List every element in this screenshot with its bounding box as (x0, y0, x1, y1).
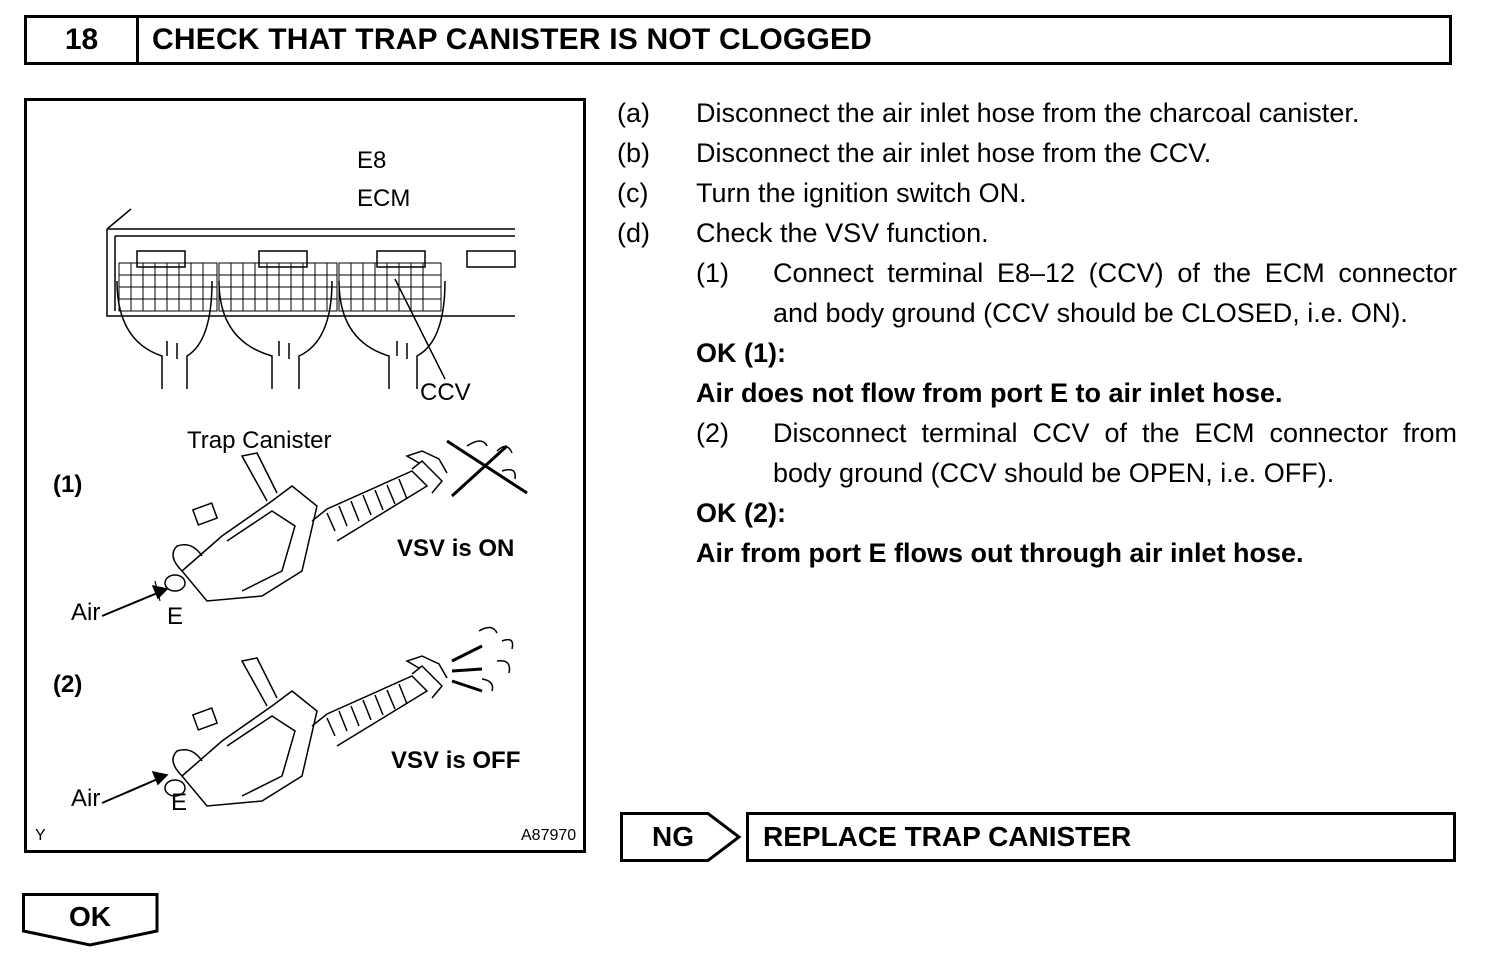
port-e-label-1: E (167, 603, 184, 630)
step-header: 18 CHECK THAT TRAP CANISTER IS NOT CLOGG… (24, 15, 1452, 65)
step-text: Turn the ignition switch ON. (696, 178, 1027, 208)
illustration-figure: E8 ECM CCV Trap Canister (1) VSV is ON A… (24, 98, 586, 853)
step-marker: (d) (617, 218, 650, 248)
ok-arrow-shape-icon (22, 893, 159, 947)
ng-action-box: REPLACE TRAP CANISTER (746, 812, 1456, 862)
trap-canister-label: Trap Canister (187, 427, 332, 454)
substep-marker: (2) (696, 418, 729, 448)
ok-1-title: OK (1): (696, 338, 786, 368)
ok-2-text: Air from port E flows out through air in… (696, 538, 1304, 568)
ng-arrow-shape-icon (620, 812, 742, 862)
ok-1-text: Air does not flow from port E to air inl… (696, 378, 1283, 408)
vsv-off-label: VSV is OFF (391, 747, 521, 774)
step-text: Disconnect the air inlet hose from the C… (696, 138, 1212, 168)
step-d: (d) Check the VSV function. (617, 213, 1457, 253)
substep-1: (1) Connect terminal E8–12 (CCV) of the … (617, 253, 1457, 333)
corner-mark: Y (35, 827, 46, 844)
step-marker: (b) (617, 138, 650, 168)
port-e-label-2: E (171, 789, 188, 816)
ng-label: NG (652, 821, 694, 852)
step-marker: (c) (617, 178, 649, 208)
connector-label: E8 (357, 147, 387, 174)
ok-label: OK (69, 901, 111, 932)
case-2-label: (2) (53, 671, 83, 698)
ok-result-tag: OK (22, 893, 162, 947)
step-number: 18 (27, 18, 139, 62)
step-text: Disconnect the air inlet hose from the c… (696, 98, 1360, 128)
figure-code: A87970 (521, 827, 577, 844)
step-c: (c) Turn the ignition switch ON. (617, 173, 1457, 213)
canister-illustration (101, 208, 528, 807)
substep-2: (2) Disconnect terminal CCV of the ECM c… (617, 413, 1457, 493)
case-1-label: (1) (53, 471, 83, 498)
step-marker: (a) (617, 98, 650, 128)
substep-text: Connect terminal E8–12 (CCV) of the ECM … (773, 258, 1457, 328)
procedure-steps: (a) Disconnect the air inlet hose from t… (617, 93, 1457, 573)
ok-2-title: OK (2): (696, 498, 786, 528)
ecm-label: ECM (357, 185, 411, 212)
air-label-1: Air (71, 599, 101, 626)
substep-text: Disconnect terminal CCV of the ECM conne… (773, 418, 1457, 488)
step-text: Check the VSV function. (696, 218, 989, 248)
step-title: CHECK THAT TRAP CANISTER IS NOT CLOGGED (152, 23, 873, 56)
substep-marker: (1) (696, 258, 729, 288)
ng-result-tag: NG (620, 812, 742, 862)
ccv-label: CCV (420, 379, 471, 406)
vsv-on-label: VSV is ON (397, 535, 515, 562)
step-a: (a) Disconnect the air inlet hose from t… (617, 93, 1457, 133)
step-b: (b) Disconnect the air inlet hose from t… (617, 133, 1457, 173)
air-label-2: Air (71, 785, 101, 812)
ng-action-text: REPLACE TRAP CANISTER (763, 821, 1132, 852)
